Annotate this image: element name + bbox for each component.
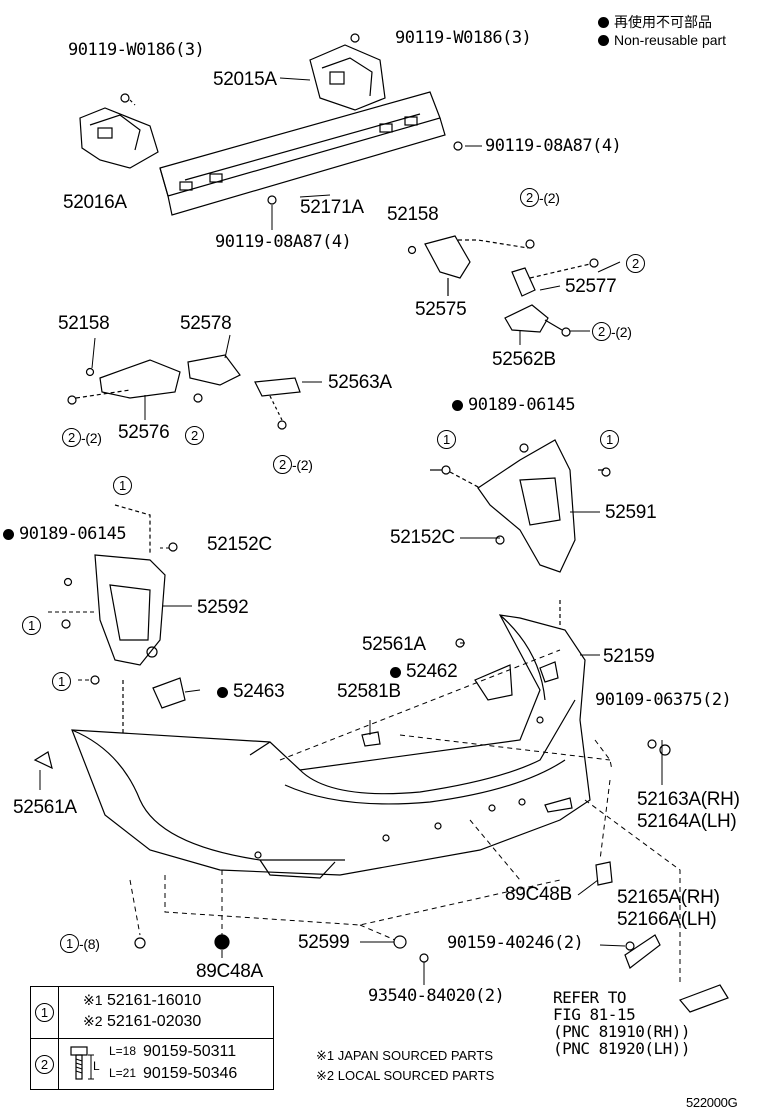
figure-code: 522000G xyxy=(686,1095,738,1110)
table-row-1: 1 ※1 52161-16010 ※2 52161-02030 xyxy=(31,987,273,1039)
retainer-52463 xyxy=(152,677,186,709)
bolt-icon xyxy=(70,1046,94,1080)
label-b1: 90119-W0186(3) xyxy=(68,40,205,60)
bracket-52563A xyxy=(254,377,301,430)
label-52462: 52462 xyxy=(390,662,458,681)
label-52016A: 52016A xyxy=(63,192,127,213)
cover-52581B xyxy=(361,731,381,747)
bumper-cover xyxy=(71,614,591,879)
label-b5: 90189-06145 xyxy=(452,397,576,414)
bracket-52578 xyxy=(187,354,241,403)
label-52578: 52578 xyxy=(180,313,232,334)
circle-2-b: 2 xyxy=(626,254,645,274)
label-52561Aa: 52561A xyxy=(362,634,426,655)
circle-1-f: 1-(8) xyxy=(60,934,100,954)
bracket-52562B xyxy=(504,304,571,337)
label-52152Ca: 52152C xyxy=(207,534,272,555)
label-b3: 90119-08A87(4) xyxy=(485,136,622,156)
parts-table: 1 ※1 52161-16010 ※2 52161-02030 2 L L=18… xyxy=(30,986,274,1090)
reinforcement-beam xyxy=(159,91,446,216)
circle-2-e: 2 xyxy=(185,426,204,446)
label-52152Cb: 52152C xyxy=(390,527,455,548)
fastener-icons-bottom xyxy=(33,638,729,1013)
bracket-52015A xyxy=(309,44,386,111)
label-52159: 52159 xyxy=(603,646,655,667)
refer-1: REFER TO xyxy=(553,988,627,1007)
label-52463: 52463 xyxy=(217,682,285,701)
circle-2-c: 2-(2) xyxy=(592,322,632,342)
label-52562B: 52562B xyxy=(492,349,556,370)
refer-4: (PNC 81920(LH)) xyxy=(553,1039,691,1058)
leader-lines-lower xyxy=(39,261,663,985)
label-52165A: 52165A(RH) xyxy=(617,887,720,908)
label-52581B: 52581B xyxy=(337,681,401,702)
label-89C48A: 89C48A xyxy=(196,961,263,982)
retainer-52462 xyxy=(474,664,513,701)
bracket-52575 xyxy=(407,235,535,296)
circle-2-a: 2-(2) xyxy=(520,188,560,208)
label-52576: 52576 xyxy=(118,422,170,443)
label-52592: 52592 xyxy=(197,597,249,618)
label-52561Ab: 52561A xyxy=(13,797,77,818)
circle-2-d: 2-(2) xyxy=(62,428,102,448)
circle-1-c: 1 xyxy=(113,476,132,496)
bolt-icons-top xyxy=(120,33,463,205)
note-2: ※2 LOCAL SOURCED PARTS xyxy=(316,1068,495,1083)
label-52015A: 52015A xyxy=(213,69,277,90)
legend-en: Non-reusable part xyxy=(598,32,726,48)
label-52575: 52575 xyxy=(415,299,467,320)
label-b9: 93540-84020(2) xyxy=(368,986,505,1006)
bracket-52016A xyxy=(79,107,159,169)
refer-2: FIG 81-15 xyxy=(553,1005,636,1024)
bracket-52576 xyxy=(67,359,181,405)
label-52158b: 52158 xyxy=(58,313,110,334)
table-row-2: 2 L L=18 L=21 90159-50311 90159-50346 xyxy=(31,1039,273,1089)
label-b8: 90159-40246(2) xyxy=(447,933,584,953)
note-1: ※1 JAPAN SOURCED PARTS xyxy=(316,1048,494,1063)
refer-3: (PNC 81910(RH)) xyxy=(553,1022,691,1041)
leader-lines xyxy=(271,77,482,230)
circle-1-e: 1 xyxy=(52,672,71,692)
label-b6: 90189-06145 xyxy=(3,526,127,543)
legend-jp: 再使用不可部品 xyxy=(598,12,712,32)
label-b2: 90119-W0186(3) xyxy=(395,28,532,48)
label-52591: 52591 xyxy=(605,502,657,523)
label-52577: 52577 xyxy=(565,276,617,297)
circle-1-d: 1 xyxy=(22,616,41,636)
circle-1-a: 1 xyxy=(437,430,456,450)
circle-2-f: 2-(2) xyxy=(273,455,313,475)
label-89C48B: 89C48B xyxy=(505,884,572,905)
label-52563A: 52563A xyxy=(328,372,392,393)
label-52599: 52599 xyxy=(298,932,350,953)
label-52164A: 52164A(LH) xyxy=(637,811,737,832)
label-52158a: 52158 xyxy=(387,204,439,225)
dashed-lines xyxy=(129,649,681,985)
circle-1-b: 1 xyxy=(600,430,619,450)
label-52171A: 52171A xyxy=(300,197,364,218)
bracket-52577 xyxy=(511,258,599,297)
label-52163A: 52163A(RH) xyxy=(637,789,740,810)
label-b7: 90109-06375(2) xyxy=(595,690,732,710)
label-52166A: 52166A(LH) xyxy=(617,909,717,930)
label-b4: 90119-08A87(4) xyxy=(215,232,352,252)
